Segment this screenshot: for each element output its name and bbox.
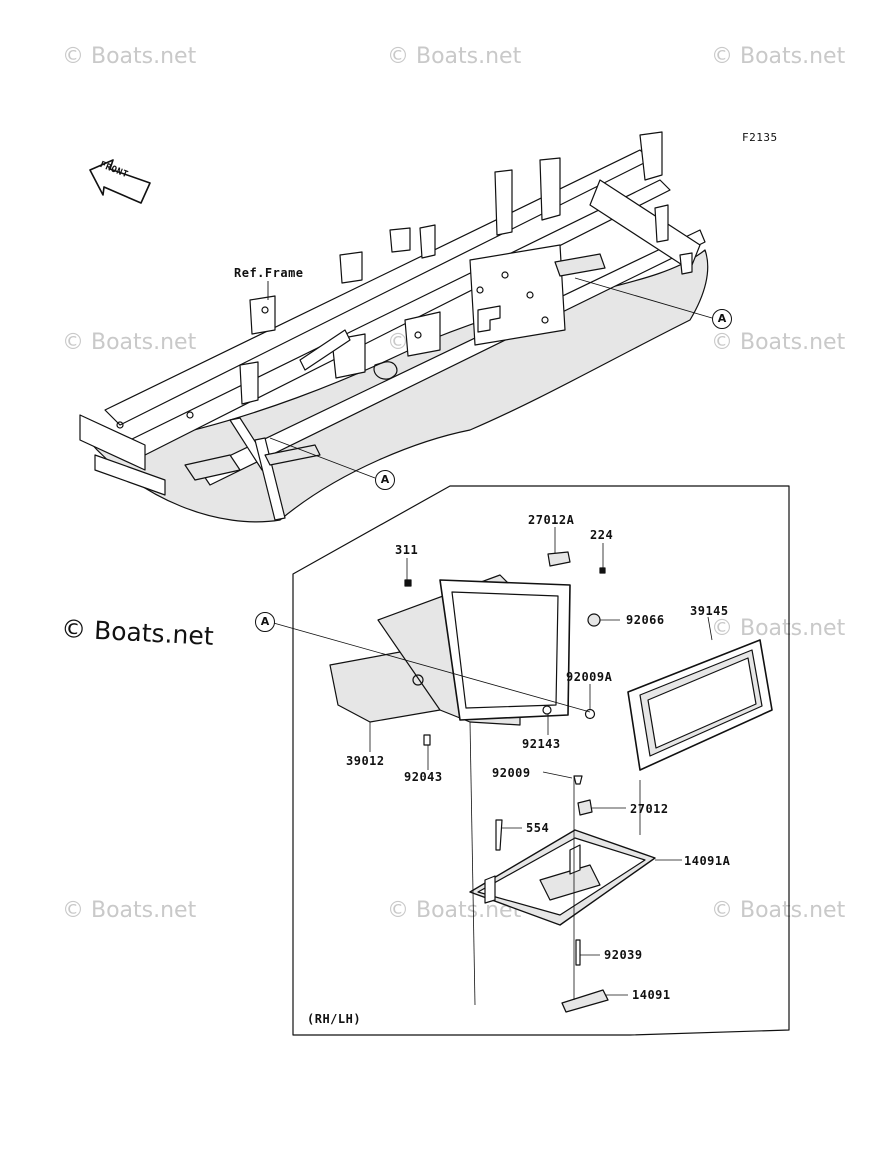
part-label: 27012 <box>630 802 669 816</box>
spring-554 <box>495 819 503 851</box>
watermark: © Boats.net <box>711 898 846 923</box>
watermark: © Boats.net <box>387 44 522 69</box>
figure-code: F2135 <box>742 131 778 144</box>
side-note: (RH/LH) <box>307 1012 362 1026</box>
watermark: © Boats.net <box>62 44 197 69</box>
part-label: 14091 <box>632 988 671 1002</box>
front-arrow-icon <box>89 159 151 204</box>
part-label: 92043 <box>404 770 443 784</box>
watermark: © Boats.net <box>711 44 846 69</box>
part-label: 92143 <box>522 737 561 751</box>
part-label: 554 <box>526 821 550 835</box>
part-label: 39012 <box>346 754 385 768</box>
callout-a: A <box>375 470 395 490</box>
bracket-27012 <box>577 799 593 816</box>
screw-92043 <box>423 734 431 746</box>
part-label: 92066 <box>626 613 665 627</box>
part-label: 14091A <box>684 854 731 868</box>
washer-92143 <box>542 705 552 715</box>
screw-224 <box>599 567 606 574</box>
glove-box-lid <box>627 639 773 771</box>
callout-a: A <box>255 612 275 632</box>
screw-92009 <box>573 775 583 785</box>
ref-frame-label: Ref.Frame <box>234 266 304 280</box>
part-label: 27012A <box>528 513 575 527</box>
watermark: © Boats.net <box>711 616 846 641</box>
latch-handle <box>561 989 609 1013</box>
part-label: 92039 <box>604 948 643 962</box>
glove-box-housing <box>329 574 571 726</box>
bracket-27012A <box>547 551 571 567</box>
pin-92039 <box>575 939 581 966</box>
nut-311 <box>404 579 412 587</box>
part-label: 92009 <box>492 766 531 780</box>
watermark: © Boats.net <box>62 898 197 923</box>
callout-a: A <box>712 309 732 329</box>
frame-drawing <box>79 131 709 523</box>
detail-frame <box>292 485 790 1036</box>
glove-box-tray <box>469 829 656 926</box>
part-label: 224 <box>590 528 614 542</box>
part-label: 92009A <box>566 670 613 684</box>
part-label: 311 <box>395 543 419 557</box>
part-label: 39145 <box>690 604 729 618</box>
watermark: © Boats.net <box>711 330 846 355</box>
cap-92066 <box>587 613 601 627</box>
watermark: © Boats.net <box>62 330 197 355</box>
